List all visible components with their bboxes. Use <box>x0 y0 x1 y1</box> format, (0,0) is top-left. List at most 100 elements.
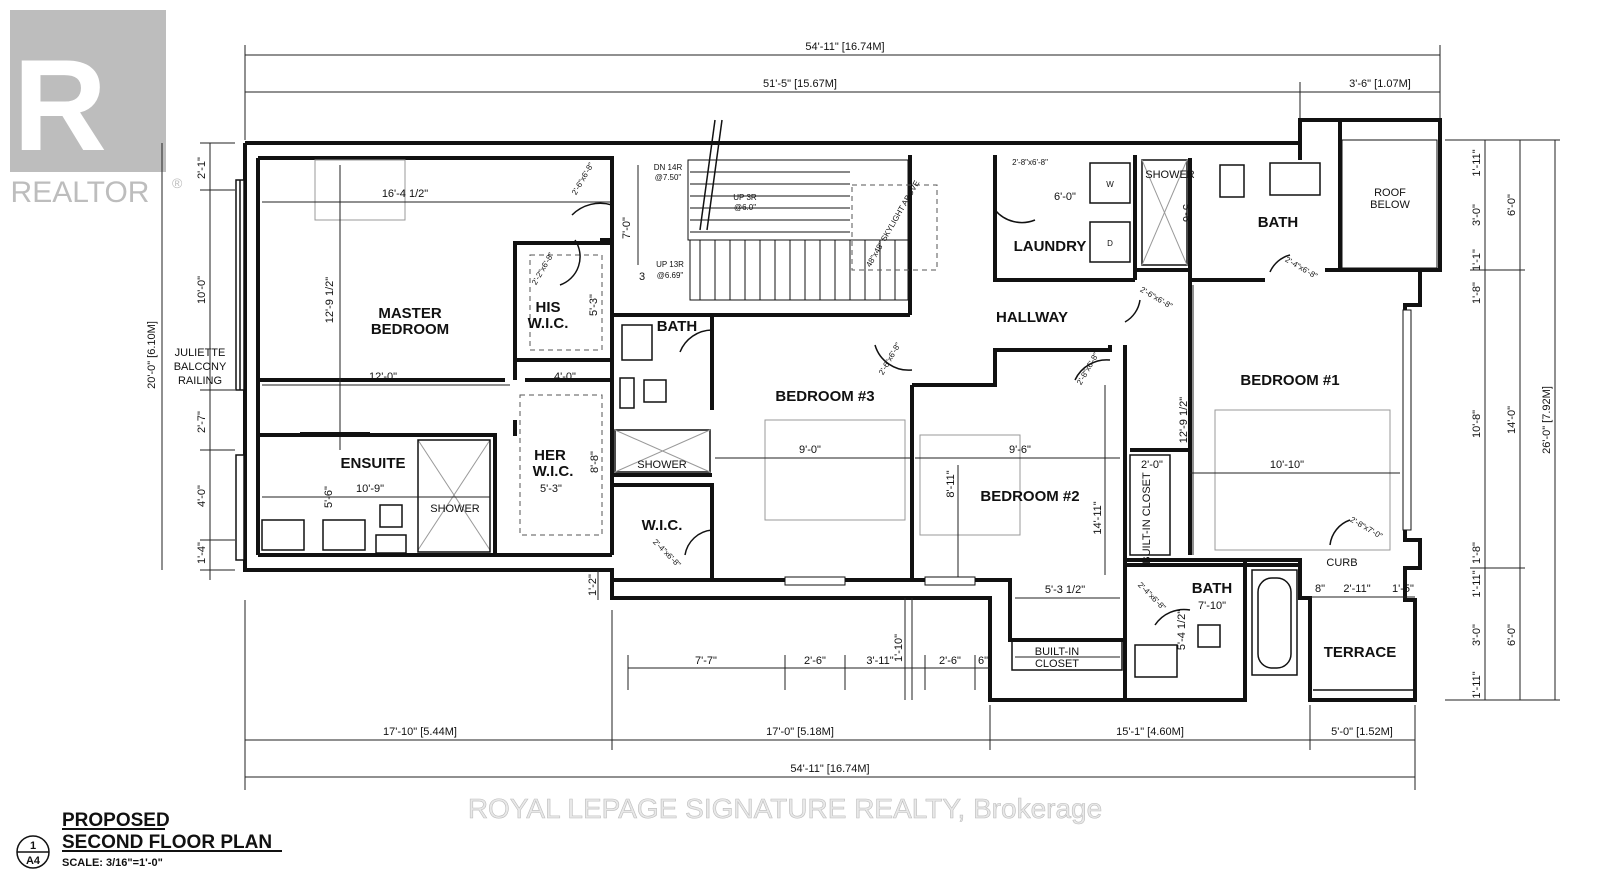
door-c: 2'-8"x6'-8" <box>1012 158 1048 167</box>
dim-right-7: 1'-11" <box>1471 570 1483 597</box>
dim-closet-w: 2'-0" <box>1141 459 1163 471</box>
dim-his-h: 5'-3" <box>588 294 600 316</box>
dim-master-h: 12'-9 1/2" <box>324 277 336 323</box>
dim-bed2-w: 9'-6" <box>1009 444 1031 456</box>
dim-top-overall: 54'-11" [16.74M] <box>805 41 884 53</box>
registered-mark: ® <box>172 175 183 191</box>
juliette-2: BALCONY <box>174 361 227 373</box>
dim-ensuite-h: 5'-6" <box>323 486 335 508</box>
room-bedroom3: BEDROOM #3 <box>775 388 874 405</box>
door-b: 2'-2"x6'-8" <box>530 251 556 287</box>
dim-right-b: 14'-0" <box>1506 406 1518 434</box>
builtin-closet-1: BUILT-IN <box>1035 646 1079 658</box>
room-his-1: HIS <box>535 299 560 316</box>
dim-bath-b-w: 7'-10" <box>1198 600 1226 612</box>
stair-dn: DN 14R <box>654 163 683 172</box>
dim-her-w2: 5'-3" <box>540 483 562 495</box>
room-bedroom1: BEDROOM #1 <box>1240 372 1339 389</box>
dim-right-4: 1'-8" <box>1471 282 1483 304</box>
dim-right-3: 1'-1" <box>1471 249 1483 271</box>
door-d: 2'-6"x6'-8" <box>877 341 903 377</box>
title-line1: PROPOSED <box>62 810 170 831</box>
title-ref-bottom: A4 <box>26 855 41 867</box>
dim-inner-1: 7'-7" <box>695 655 717 667</box>
top-dimensions: 54'-11" [16.74M] 51'-5" [15.67M] 3'-6" [… <box>244 41 1441 140</box>
room-labels: MASTER BEDROOM HIS W.I.C. HER W.I.C. ENS… <box>174 169 1411 670</box>
door-j: 2'-4"x6'-8" <box>1136 580 1168 612</box>
dim-left-6: 1'-2" <box>587 574 599 596</box>
dim-bed1-h: 12'-9 1/2" <box>1178 397 1190 443</box>
dim-bottom-3: 15'-1" [4.60M] <box>1116 726 1184 738</box>
builtin-closet-vert: BUILT-IN CLOSET <box>1141 472 1153 564</box>
dim-terrace-3: 1'-5" <box>1392 583 1414 595</box>
dim-stair-3: 3 <box>639 271 645 283</box>
dim-right-9: 1'-11" <box>1471 671 1483 698</box>
dryer-label: D <box>1107 239 1113 248</box>
room-her-1: HER <box>534 447 566 464</box>
dim-left-3: 2'-7" <box>196 411 208 433</box>
title-block: 1 A4 PROPOSED SECOND FLOOR PLAN SCALE: 3… <box>16 810 282 869</box>
staircase: 48"x48" SKYLIGHT ABOVE DN 14R @7.50" UP … <box>621 119 938 301</box>
dim-laundry-w: 6'-0" <box>1054 191 1076 203</box>
fixtures: W D <box>261 139 1438 691</box>
dim-terrace-1: 8" <box>1315 583 1325 595</box>
dim-right-c: 6'-0" <box>1506 624 1518 646</box>
title-scale: SCALE: 3/16"=1'-0" <box>62 857 163 869</box>
stair-up1: UP 3R <box>733 193 757 202</box>
builtin-closet-2: CLOSET <box>1035 658 1079 670</box>
bottom-dimensions: 7'-7" 2'-6" 3'-11" 2'-6" 6" 1'-10" 17'-1… <box>244 598 1416 790</box>
dim-inner-4: 2'-6" <box>939 655 961 667</box>
room-bath-top: BATH <box>1258 214 1299 231</box>
room-shower-mid: SHOWER <box>637 459 687 471</box>
stair-up2-height: @6.69" <box>657 271 684 280</box>
exterior-walls <box>243 118 1442 702</box>
dim-master-w2: 12'-0" <box>369 371 397 383</box>
door-i: 2'-8"x6'-8" <box>1075 351 1101 387</box>
dim-right-overall: 26'-0" [7.92M] <box>1541 386 1553 454</box>
dim-right-a: 6'-0" <box>1506 194 1518 216</box>
room-bedroom2: BEDROOM #2 <box>980 488 1079 505</box>
dim-bed2-h: 8'-11" <box>945 470 957 497</box>
dim-bath-b-h: 5'-4 1/2" <box>1176 610 1188 650</box>
curb-label: CURB <box>1326 557 1357 569</box>
room-bath-mid: BATH <box>657 318 698 335</box>
dim-bottom-overall: 54'-11" [16.74M] <box>790 763 869 775</box>
washer-label: W <box>1106 180 1114 189</box>
room-master-1: MASTER <box>378 305 442 322</box>
dim-top-right: 3'-6" [1.07M] <box>1349 78 1411 90</box>
door-h: 2'-6"x6'-8" <box>1138 285 1174 311</box>
dim-bottom-4: 5'-0" [1.52M] <box>1331 726 1393 738</box>
dim-inner-3: 3'-11" <box>866 655 893 667</box>
stair-up2: UP 13R <box>656 260 684 269</box>
dim-bed2-h2: 14'-11" <box>1092 501 1104 534</box>
realtor-logo: R REALTOR ® <box>10 10 183 209</box>
title-line2: SECOND FLOOR PLAN <box>62 832 272 853</box>
dim-left-1: 2'-1" <box>196 157 208 179</box>
dim-left-4: 4'-0" <box>196 485 208 507</box>
title-ref-top: 1 <box>30 840 36 852</box>
room-her-2: W.I.C. <box>533 463 574 480</box>
roof-below-1: ROOF <box>1374 187 1406 199</box>
dim-left-2: 10'-0" <box>196 276 208 304</box>
dim-right-8: 3'-0" <box>1471 624 1483 646</box>
watermark: ROYAL LEPAGE SIGNATURE REALTY, Brokerage <box>468 793 1102 824</box>
left-dimensions: 20'-0" [6.10M] 2'-1" 10'-0" 2'-7" 4'-0" … <box>146 142 599 600</box>
svg-text:R: R <box>13 32 107 178</box>
room-shower-top: SHOWER <box>1145 169 1195 181</box>
dim-shower-h: 5'-6" <box>1180 204 1192 226</box>
dim-inner-6: 1'-10" <box>893 634 905 662</box>
dim-inner-5: 6" <box>978 655 988 667</box>
dim-terrace-2: 2'-11" <box>1343 583 1370 595</box>
stair-up1-height: @6.0" <box>734 203 756 212</box>
room-bath-bottom: BATH <box>1192 580 1233 597</box>
skylight-label: 48"x48" SKYLIGHT ABOVE <box>864 179 921 269</box>
room-laundry: LAUNDRY <box>1014 238 1087 255</box>
door-g: 2'-4"x6'-8" <box>651 537 683 569</box>
dim-right-6: 1'-8" <box>1471 542 1483 564</box>
juliette-3: RAILING <box>178 375 222 387</box>
dim-right-2: 3'-0" <box>1471 204 1483 226</box>
door-a: 2'-6"x6'-8" <box>570 161 596 197</box>
dim-master-w: 16'-4 1/2" <box>382 188 428 200</box>
dim-inner-2: 2'-6" <box>804 655 826 667</box>
